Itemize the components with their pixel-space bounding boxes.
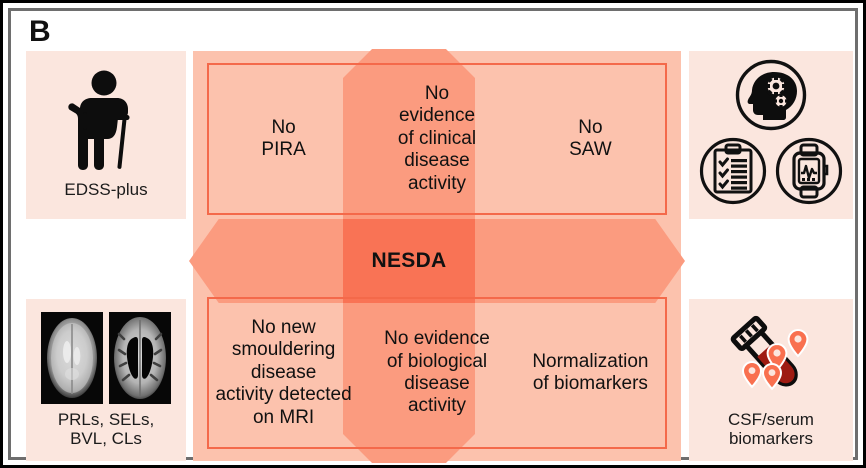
- icon-caption-edss-plus: EDSS-plus: [64, 180, 148, 200]
- normalization-line-2: of biomarkers: [532, 373, 648, 394]
- biological-line-1: No evidence: [384, 328, 490, 350]
- statement-normalization-of-biomarkers: Normalization of biomarkers: [516, 299, 665, 447]
- person-with-cane-icon: [63, 70, 149, 174]
- normalization-line-1: Normalization: [532, 350, 649, 372]
- icon-caption-csf-serum: CSF/serum biomarkers: [728, 410, 814, 448]
- icon-cell-mri: PRLs, SELs, BVL, CLs: [26, 299, 186, 461]
- icon-cell-edss-plus: EDSS-plus: [26, 51, 186, 219]
- biological-line-2: of biological: [386, 350, 488, 372]
- no-saw-line-2: SAW: [569, 139, 612, 160]
- nesda-label-wrap: NESDA: [343, 219, 475, 303]
- clinical-line-3: of clinical: [397, 127, 477, 149]
- biological-line-4: activity: [407, 395, 467, 417]
- smouldering-line-4: activity detected: [215, 384, 352, 406]
- clinical-line-5: activity: [407, 172, 467, 194]
- nesda-matrix: NESDA No PIRA No evidence of clinical di…: [189, 49, 685, 463]
- statement-no-saw: No SAW: [516, 65, 665, 213]
- smouldering-line-2: smouldering: [231, 339, 336, 361]
- statement-no-pira: No PIRA: [209, 65, 358, 213]
- icon-caption-mri: PRLs, SELs, BVL, CLs: [58, 410, 154, 448]
- icon-cell-csf-serum: CSF/serum biomarkers: [689, 299, 853, 461]
- smartwatch-ecg-icon: [774, 136, 844, 206]
- clinical-statement-row: No PIRA No evidence of clinical disease …: [207, 63, 667, 215]
- smouldering-line-5: on MRI: [252, 406, 315, 428]
- smouldering-line-3: disease: [250, 361, 317, 383]
- no-saw-line-1: No: [578, 116, 603, 138]
- statement-no-biological-disease-activity: No evidence of biological disease activi…: [358, 299, 516, 447]
- csf-caption-line-1: CSF/serum: [728, 409, 814, 429]
- clinical-line-4: disease: [404, 150, 470, 172]
- biological-line-3: disease: [404, 373, 470, 394]
- nesda-label: NESDA: [371, 249, 447, 272]
- statement-no-clinical-disease-activity: No evidence of clinical disease activity: [358, 65, 516, 213]
- mri-caption-line-1: PRLs, SELs,: [57, 409, 155, 429]
- clipboard-checklist-icon: [698, 136, 768, 206]
- icon-cell-digital-measures: [689, 51, 853, 219]
- csf-caption-line-2: biomarkers: [728, 429, 814, 448]
- brain-mri-scans-icon: [41, 311, 171, 404]
- no-pira-line-1: No: [271, 116, 296, 138]
- clinical-line-2: evidence: [398, 105, 476, 127]
- biological-statement-row: No new smouldering disease activity dete…: [207, 297, 667, 449]
- head-with-gears-icon: [734, 58, 808, 132]
- statement-no-smouldering-activity: No new smouldering disease activity dete…: [209, 299, 358, 447]
- clinical-line-1: No: [424, 82, 450, 104]
- figure-inner-frame: B EDSS-plus: [8, 8, 858, 463]
- smouldering-line-1: No new: [251, 316, 316, 338]
- panel-letter: B: [29, 15, 51, 48]
- no-pira-line-2: PIRA: [261, 139, 306, 160]
- blood-test-tube-icon: [719, 312, 823, 404]
- mri-caption-line-2: BVL, CLs: [70, 429, 142, 448]
